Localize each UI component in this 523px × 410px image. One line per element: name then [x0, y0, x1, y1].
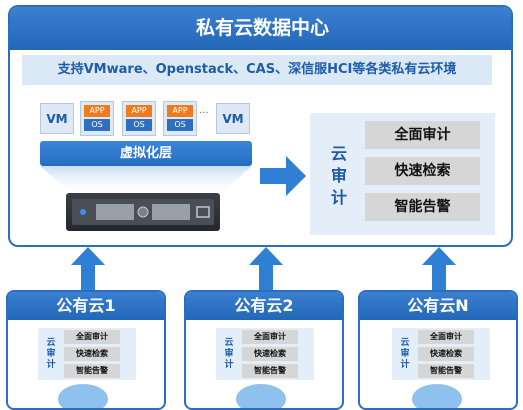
audit-item-smart-alert: 智能告警: [418, 364, 474, 378]
cloud-icon: [412, 384, 462, 408]
ellipsis: ···: [199, 108, 209, 119]
audit-item-full-audit: 全面审计: [418, 330, 474, 344]
up-arrow-icon: [249, 247, 283, 291]
public-cloud-n-box: 公有云N 云 审 计 全面审计 快速检索 智能告警: [358, 290, 518, 410]
audit-item-fast-search: 快速检索: [242, 347, 298, 361]
os-label: OS: [126, 119, 152, 131]
public-cloud-n-title: 公有云N: [360, 292, 516, 320]
app-os-box-3: APP OS: [163, 101, 197, 136]
public-cloud-2-audit-label: 云 审 计: [224, 338, 234, 370]
cloud-icon: [236, 384, 286, 408]
audit-item-fast-search: 快速检索: [418, 347, 474, 361]
cloud-icon: [58, 384, 108, 408]
public-cloud-1-title: 公有云1: [8, 292, 164, 320]
audit-item-fast-search: 快速检索: [64, 347, 120, 361]
public-cloud-1-box: 公有云1 云 审 计 全面审计 快速检索 智能告警: [6, 290, 166, 410]
virtualization-layer-bar: 虚拟化层: [40, 141, 252, 166]
audit-item-full-audit: 全面审计: [242, 330, 298, 344]
audit-item-smart-alert: 智能告警: [64, 364, 120, 378]
app-label: APP: [167, 105, 193, 117]
audit-item-fast-search: 快速检索: [365, 157, 480, 185]
public-cloud-2-box: 公有云2 云 审 计 全面审计 快速检索 智能告警: [184, 290, 344, 410]
up-arrow-icon: [422, 247, 456, 291]
os-label: OS: [84, 119, 110, 131]
support-environments-banner: 支持VMware、Openstack、CAS、深信服HCI等各类私有云环境: [22, 55, 492, 85]
audit-item-full-audit: 全面审计: [365, 121, 480, 149]
vm-box-right: VM: [216, 103, 250, 134]
public-cloud-n-audit-label: 云 审 计: [400, 338, 410, 370]
os-label: OS: [167, 119, 193, 131]
app-os-box-2: APP OS: [122, 101, 156, 136]
private-cloud-title: 私有云数据中心: [10, 7, 511, 50]
vm-box-left: VM: [40, 103, 74, 134]
public-cloud-2-title: 公有云2: [186, 292, 342, 320]
public-cloud-1-audit-label: 云 审 计: [46, 338, 56, 370]
app-label: APP: [84, 105, 110, 117]
app-os-box-1: APP OS: [80, 101, 114, 136]
right-arrow-icon: [260, 156, 306, 196]
audit-item-smart-alert: 智能告警: [365, 193, 480, 221]
cloud-audit-label: 云 审 计: [330, 144, 347, 207]
audit-item-full-audit: 全面审计: [64, 330, 120, 344]
server-icon: [66, 193, 220, 231]
audit-item-smart-alert: 智能告警: [242, 364, 298, 378]
up-arrow-icon: [71, 247, 105, 291]
funnel-shape: [40, 166, 252, 194]
app-label: APP: [126, 105, 152, 117]
